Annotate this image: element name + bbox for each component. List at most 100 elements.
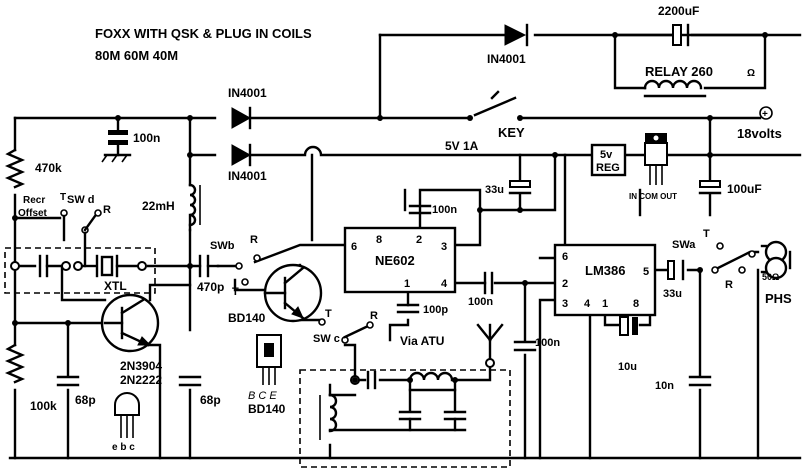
supply-terminal: + bbox=[759, 106, 773, 120]
lm386-pin2: 2 bbox=[562, 278, 568, 290]
inductor-label: 22mH bbox=[142, 199, 175, 213]
key-label: KEY bbox=[498, 125, 525, 140]
capacitor-68p-left-label: 68p bbox=[75, 393, 96, 407]
switch-swb bbox=[235, 254, 261, 286]
capacitor-100n-out bbox=[483, 271, 494, 295]
lm386-ic bbox=[553, 243, 657, 317]
via-atu-label: Via ATU bbox=[400, 334, 444, 348]
capacitor-100n-left-label: 100n bbox=[133, 131, 160, 145]
switch-swc bbox=[318, 318, 374, 344]
swc-label: SW c bbox=[313, 333, 340, 345]
ne602-label: NE602 bbox=[375, 253, 415, 268]
capacitor-100n-ne bbox=[408, 204, 432, 215]
ne602-pin1: 1 bbox=[404, 278, 410, 290]
resistor-100k bbox=[4, 343, 26, 384]
relay-label: RELAY 260 bbox=[645, 64, 713, 79]
ne602-pin3: 3 bbox=[441, 241, 447, 253]
capacitor-100uf-label: 100uF bbox=[727, 182, 762, 196]
r-swb: R bbox=[250, 234, 258, 246]
capacitor-470p bbox=[198, 254, 220, 278]
regulator-box bbox=[590, 143, 627, 177]
capacitor-10u-label: 10u bbox=[618, 361, 637, 373]
ne602-pin4: 4 bbox=[441, 278, 448, 290]
capacitor-100n-left bbox=[101, 130, 132, 163]
capacitor-100p bbox=[396, 303, 420, 314]
switch-swa bbox=[711, 242, 756, 274]
t-swa: T bbox=[703, 228, 710, 240]
swa-label: SWa bbox=[672, 239, 696, 251]
r-swa: R bbox=[725, 279, 733, 291]
svg-text:+: + bbox=[762, 109, 768, 120]
lm386-pin4: 4 bbox=[584, 298, 591, 310]
schematic-title: FOXX WITH QSK & PLUG IN COILS bbox=[95, 26, 312, 41]
switch-swd bbox=[60, 209, 102, 268]
to92-package bbox=[114, 392, 140, 438]
offset-label: Offset bbox=[18, 208, 48, 219]
capacitor-33u-top-label: 33u bbox=[485, 184, 504, 196]
resistor-100k-label: 100k bbox=[30, 399, 57, 413]
r-swc: R bbox=[370, 310, 378, 322]
lm386-pin3: 3 bbox=[562, 298, 568, 310]
regulator-pins: IN COM OUT bbox=[629, 192, 677, 201]
capacitor-2200uf-label: 2200uF bbox=[658, 4, 699, 18]
q1-line2: 2N2222 bbox=[120, 373, 162, 387]
headphones bbox=[760, 240, 792, 280]
key-switch bbox=[467, 90, 523, 121]
bd140-package bbox=[256, 334, 282, 385]
diode-mid1-label: IN4001 bbox=[228, 86, 267, 100]
regulator-package bbox=[644, 133, 668, 185]
rail-label: 5V 1A bbox=[445, 139, 479, 153]
swd-label: SW d bbox=[67, 194, 95, 206]
diode-mid2-label: IN4001 bbox=[228, 169, 267, 183]
capacitor-10u bbox=[619, 316, 638, 336]
resistor-470k-label: 470k bbox=[35, 161, 62, 175]
capacitor-2200uf bbox=[672, 23, 690, 47]
capacitor-100n-mid-label: 100n bbox=[535, 337, 560, 349]
capacitor-100uf bbox=[698, 180, 722, 195]
capacitor-470p-label: 470p bbox=[197, 280, 224, 294]
capacitor-33u-out bbox=[667, 259, 685, 281]
capacitor-68p-left bbox=[56, 375, 80, 387]
inductor-22mh bbox=[188, 183, 197, 227]
lm386-pin5: 5 bbox=[643, 266, 649, 278]
transistor-2n3904 bbox=[100, 293, 160, 353]
lm386-pin8: 8 bbox=[633, 298, 639, 310]
relay-ohm: Ω bbox=[747, 68, 755, 79]
capacitor-10n bbox=[688, 375, 712, 387]
supply-label: 18volts bbox=[737, 126, 782, 141]
crystal-xtl bbox=[10, 254, 147, 278]
regulator-line1: 5v bbox=[600, 149, 613, 161]
capacitor-100n-ne-label: 100n bbox=[432, 204, 457, 216]
lm386-pin6: 6 bbox=[562, 251, 568, 263]
swb-label: SWb bbox=[210, 240, 235, 252]
r-swd: R bbox=[103, 204, 111, 216]
filter-plug-box bbox=[299, 369, 511, 468]
phones-label: PHS bbox=[765, 291, 792, 306]
junction-dots bbox=[12, 32, 768, 383]
capacitor-10n-label: 10n bbox=[655, 380, 674, 392]
filter-network bbox=[319, 370, 467, 440]
capacitor-33u-top bbox=[508, 180, 532, 195]
diode-mid1 bbox=[231, 106, 252, 130]
transistor-bd140 bbox=[263, 263, 323, 323]
capacitor-100n-mid bbox=[513, 340, 537, 352]
bce-label: B C E bbox=[248, 390, 277, 402]
capacitor-100n-out-label: 100n bbox=[468, 296, 493, 308]
diode-top-label: IN4001 bbox=[487, 52, 526, 66]
t-swc: T bbox=[325, 308, 332, 320]
phones-ohm: 50Ω bbox=[762, 272, 779, 282]
ebc-label: e b c bbox=[112, 442, 135, 453]
capacitor-68p-mid-label: 68p bbox=[200, 393, 221, 407]
crystal-label: XTL bbox=[104, 279, 127, 293]
q1-line1: 2N3904 bbox=[120, 359, 162, 373]
capacitor-68p-mid bbox=[178, 375, 202, 387]
ne602-pin6: 6 bbox=[351, 241, 357, 253]
diode-top bbox=[504, 23, 529, 47]
band-list: 80M 60M 40M bbox=[95, 48, 178, 63]
capacitor-33u-out-label: 33u bbox=[663, 288, 682, 300]
ne602-ic bbox=[343, 226, 457, 294]
crystal-plug-box bbox=[4, 247, 156, 294]
t-swb: T bbox=[232, 286, 239, 298]
recr-label: Recr bbox=[23, 195, 45, 206]
